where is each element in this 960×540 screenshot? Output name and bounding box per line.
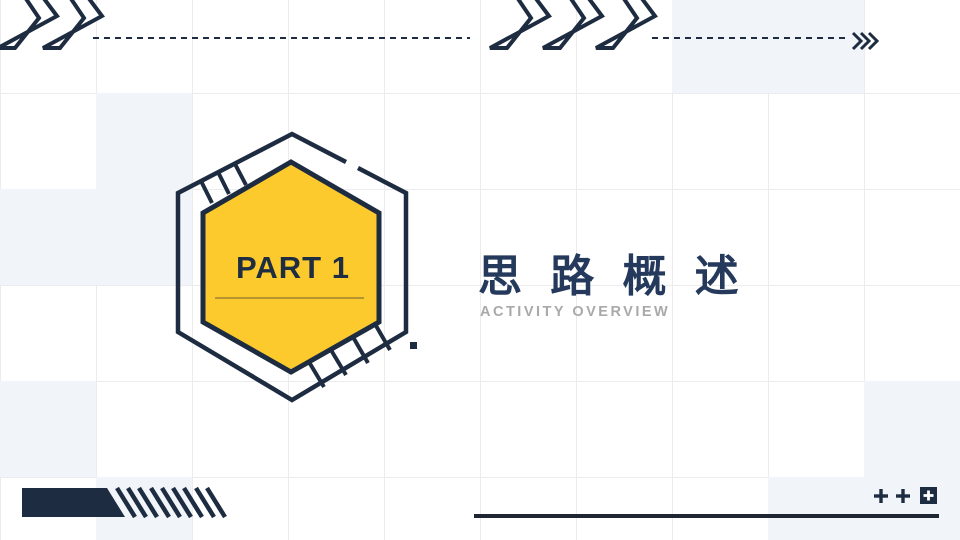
grid-shade-cell xyxy=(864,381,960,477)
plus-square-icon xyxy=(920,487,937,504)
grid-shade-cell xyxy=(768,0,864,93)
square-dot xyxy=(410,342,417,349)
grid-shade-cell xyxy=(864,477,960,540)
grid-shade-cell xyxy=(0,381,96,477)
section-subtitle: ACTIVITY OVERVIEW xyxy=(480,304,671,320)
grid-shade-cell xyxy=(96,93,192,189)
hatch-lines-upper-left xyxy=(199,163,248,204)
grid-shade-cell xyxy=(672,0,768,93)
bottom-rule xyxy=(474,514,939,518)
hatch-lines-lower-right xyxy=(307,323,392,389)
hexagon-badge xyxy=(200,159,382,375)
grid-shade-cell xyxy=(768,477,864,540)
bottom-left-bar xyxy=(22,488,125,517)
triple-chevron-outline-icon xyxy=(489,0,658,50)
plus-icon xyxy=(896,489,910,503)
plus-icon xyxy=(874,489,888,503)
section-title: 思 路 概 述 xyxy=(478,252,747,301)
grid-shade-cell xyxy=(0,189,96,285)
diagonal-stripes xyxy=(115,486,227,519)
double-chevron-outline-icon xyxy=(0,0,105,50)
hexagon-outline xyxy=(175,131,409,403)
part-number-label: PART 1 xyxy=(236,250,350,285)
fast-forward-icon xyxy=(851,31,880,51)
